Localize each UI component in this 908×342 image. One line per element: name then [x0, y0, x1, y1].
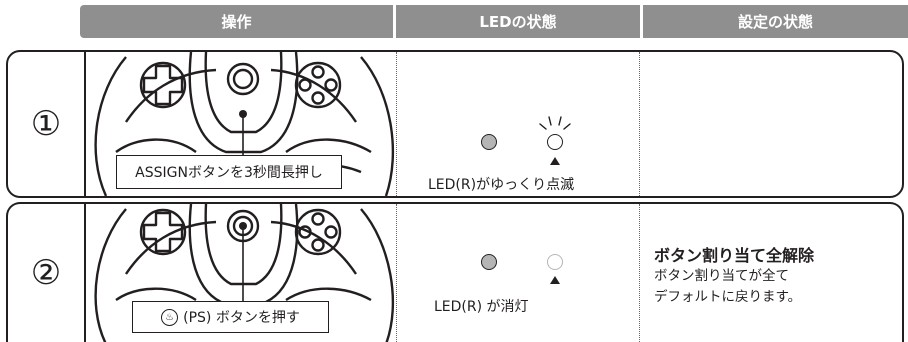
header-operation-label: 操作 [221, 13, 252, 31]
setting-title: ボタン割り当て全解除 [654, 246, 815, 265]
column-divider [639, 204, 640, 342]
controller-illustration: ASSIGNボタンを3秒間長押し [86, 52, 396, 196]
step-number: ① [8, 52, 86, 196]
led-left-indicator [481, 254, 497, 270]
header-setting-state-label: 設定の状態 [737, 13, 813, 31]
setting-state-cell: ボタン割り当て全解除 ボタン割り当てが全て デフォルトに戻ります。 [641, 204, 902, 342]
controller-illustration: ♨ (PS) ボタンを押す [86, 204, 396, 342]
column-divider [396, 204, 397, 342]
header-setting-state: 設定の状態 [643, 5, 908, 38]
operation-label: ASSIGNボタンを3秒間長押し [135, 165, 323, 181]
column-divider [396, 52, 397, 196]
step-number: ② [8, 204, 86, 342]
controller-drawing [94, 52, 395, 196]
operation-label-box: ♨ (PS) ボタンを押す [132, 301, 329, 333]
step-row-1: ① [6, 50, 904, 198]
header-led-state: LEDの状態 [396, 5, 640, 38]
led-right-off-indicator [547, 254, 563, 270]
blink-rays-icon [539, 116, 571, 130]
setting-state-cell [641, 52, 902, 196]
setting-description-line: デフォルトに戻ります。 [654, 289, 802, 305]
setting-description: ボタン割り当てが全て デフォルトに戻ります。 [654, 266, 801, 308]
led-left-indicator [481, 134, 497, 150]
led-right-blinking-indicator [547, 134, 563, 150]
ps-button-icon: ♨ [161, 308, 179, 326]
led-state-cell: LED(R) が消灯 [398, 204, 638, 342]
arrow-up-icon [550, 276, 560, 284]
header-led-state-label: LEDの状態 [479, 13, 557, 31]
column-divider [639, 52, 640, 196]
led-description: LED(R)がゆっくり点滅 [428, 177, 575, 193]
header-operation: 操作 [80, 5, 393, 38]
arrow-up-icon [550, 157, 560, 165]
step-row-2: ② [6, 202, 904, 342]
led-description: LED(R) が消灯 [434, 299, 529, 315]
operation-label-box: ASSIGNボタンを3秒間長押し [116, 155, 342, 189]
controller-drawing [94, 204, 395, 342]
operation-label: (PS) ボタンを押す [183, 310, 300, 326]
led-state-cell: LED(R)がゆっくり点滅 [398, 52, 638, 196]
setting-description-line: ボタン割り当てが全て [654, 268, 789, 284]
